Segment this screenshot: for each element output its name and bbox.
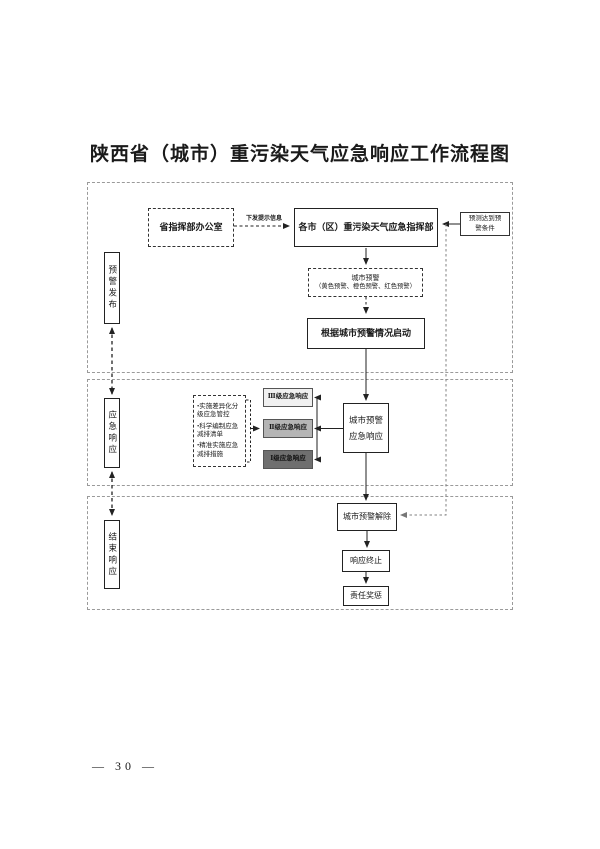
measure-item: •精准实施应急减排措施 xyxy=(197,442,239,458)
city-warning-title: 城市预警 xyxy=(351,273,380,282)
node-level3-response: Ⅲ级应急响应 xyxy=(263,388,313,407)
city-response-line-1: 城市预警 xyxy=(348,414,383,425)
page-number: — 30 — xyxy=(92,759,158,773)
node-city-warning: 城市预警 （黄色预警、橙色预警、红色预警） xyxy=(308,268,423,297)
node-provincial-office: 省指挥部办公室 xyxy=(148,208,234,247)
city-response-line-2: 应急响应 xyxy=(348,431,383,441)
edge-label-dispatch: 下发提示信息 xyxy=(245,216,282,222)
node-response-terminate: 响应终止 xyxy=(342,550,390,572)
measure-item: •科学编制应急减排清单 xyxy=(197,422,239,438)
city-warning-levels: （黄色预警、橙色预警、红色预警） xyxy=(315,282,416,290)
node-city-warning-response: 城市预警 应急响应 xyxy=(343,403,389,453)
stage-label-warning-release: 预警发布 xyxy=(104,252,120,324)
page-title: 陕西省（城市）重污染天气应急响应工作流程图 xyxy=(89,144,510,165)
stage-label-emergency-response: 应急响应 xyxy=(104,398,120,468)
node-level1-response: Ⅰ级应急响应 xyxy=(263,450,313,469)
node-city-hq: 各市（区）重污染天气应急指挥部 xyxy=(294,208,438,247)
node-warning-lift: 城市预警解除 xyxy=(337,503,397,531)
node-level2-response: Ⅱ级应急响应 xyxy=(263,419,313,438)
stage-label-end-response: 结束响应 xyxy=(104,520,120,589)
measure-item: •实施差异化分级应急管控 xyxy=(197,402,239,419)
node-reward-punishment: 责任奖惩 xyxy=(343,586,389,606)
forecast-line-1: 预测达到预 xyxy=(468,215,502,223)
section-warning-release xyxy=(87,182,513,373)
node-measures-list: •实施差异化分级应急管控 •科学编制应急减排清单 •精准实施应急减排措施 xyxy=(193,395,246,467)
node-forecast-condition: 预测达到预 警条件 xyxy=(460,212,510,236)
section-emergency-response xyxy=(87,379,513,486)
section-end-response xyxy=(87,496,513,610)
node-launch-by-warning: 根据城市预警情况启动 xyxy=(307,318,425,349)
forecast-line-2: 警条件 xyxy=(475,225,495,232)
